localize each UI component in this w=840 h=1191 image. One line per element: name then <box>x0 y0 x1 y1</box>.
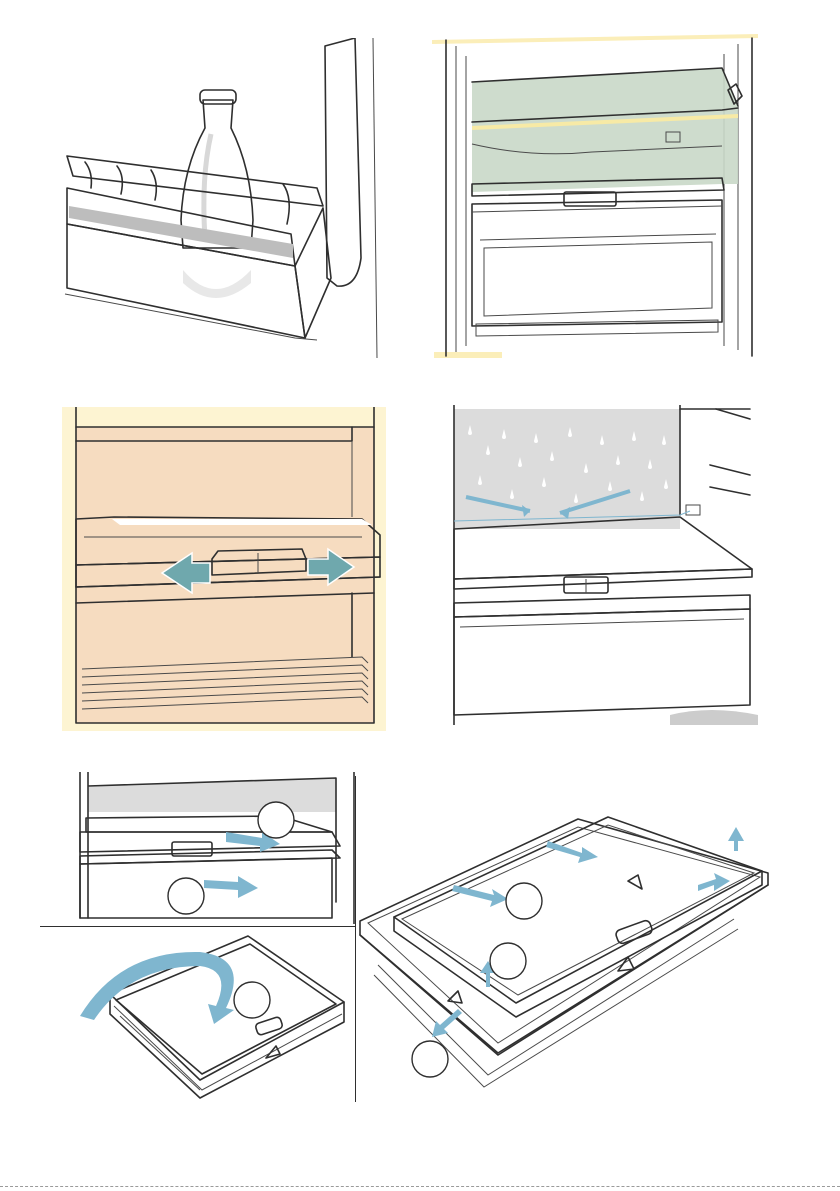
remove-shelf-illustration <box>40 772 358 924</box>
condensation-illustration <box>440 405 758 725</box>
shelf-slide-illustration <box>62 407 386 731</box>
door-rack-icon <box>65 156 331 340</box>
separator-vertical <box>355 776 356 1102</box>
flip-shelf-illustration <box>80 930 354 1100</box>
fridge-interior-illustration <box>432 34 758 358</box>
separator-horizontal <box>40 926 356 927</box>
disassemble-shelf-illustration <box>358 815 778 1105</box>
rotate-arrow-icon <box>80 952 234 1024</box>
direction-arrow-icon <box>432 827 744 1037</box>
pull-arrow-icon <box>204 832 280 898</box>
page-cut-line <box>0 1186 840 1187</box>
door-shelf-illustration <box>55 38 385 360</box>
